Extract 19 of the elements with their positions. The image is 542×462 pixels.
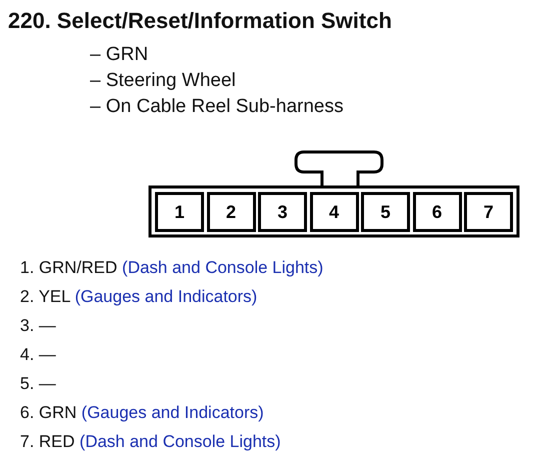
note-text: – Steering Wheel — [90, 70, 236, 92]
connector-housing — [148, 150, 520, 238]
note-text: – On Cable Reel Sub-harness — [90, 96, 344, 118]
pin-box: 2 — [206, 192, 256, 232]
pin-box: 5 — [361, 192, 410, 232]
pin-box: 6 — [412, 192, 462, 232]
pin-list-entry: 5. — — [20, 374, 56, 394]
pin-box: 1 — [155, 192, 204, 232]
pin-list-entry: 1. GRN/RED (Dash and Console Lights) — [20, 258, 324, 278]
pin-list-entry: 4. — — [20, 345, 56, 365]
pin-box: 4 — [310, 192, 358, 232]
pin-list-entry: 2. YEL (Gauges and Indicators) — [20, 287, 258, 307]
pin-list-entry: 6. GRN (Gauges and Indicators) — [20, 403, 264, 423]
pin-list-entry: 3. — — [20, 316, 56, 336]
note-text: – GRN — [90, 44, 148, 66]
pin-box: 7 — [464, 192, 513, 232]
heading: 220. Select/Reset/Information Switch — [8, 8, 392, 34]
pin-list-entry: 7. RED (Dash and Console Lights) — [20, 432, 281, 452]
pin-box: 3 — [258, 192, 307, 232]
